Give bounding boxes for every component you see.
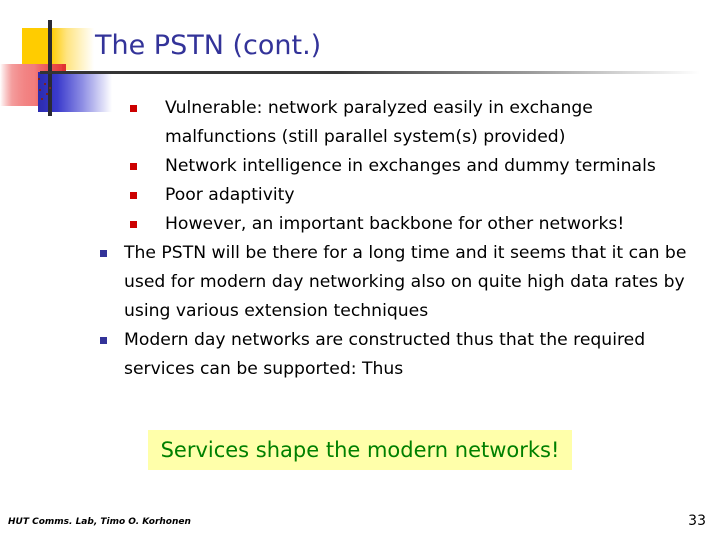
bullet-marker-red-icon [130,192,137,199]
title-divider-rule [40,71,700,74]
bullet-item: Poor adaptivity [0,181,720,210]
bullet-item: Network intelligence in exchanges and du… [0,152,720,181]
bullet-text: Network intelligence in exchanges and du… [165,156,656,176]
bullet-text: Modern day networks are constructed thus… [124,330,646,379]
bullet-marker-red-icon [130,163,137,170]
bullet-text: The PSTN will be there for a long time a… [124,243,687,321]
bullet-text: However, an important backbone for other… [165,214,625,234]
bullet-marker-navy-icon [100,250,107,257]
highlighted-callout-text: Services shape the modern networks! [147,430,573,470]
footer-attribution: HUT Comms. Lab, Timo O. Korhonen [8,517,191,527]
bullet-text: Vulnerable: network paralyzed easily in … [165,98,593,147]
bullet-item: Modern day networks are constructed thus… [0,326,720,384]
callout-container: Services shape the modern networks! [0,430,720,470]
bullet-text: Poor adaptivity [165,185,295,205]
bullet-item: However, an important backbone for other… [0,210,720,239]
bullet-marker-red-icon [130,221,137,228]
bullet-marker-red-icon [130,105,137,112]
slide-page-number: 33 [688,513,706,529]
bullet-marker-navy-icon [100,337,107,344]
bullet-item: Vulnerable: network paralyzed easily in … [0,94,720,152]
bullet-list: Vulnerable: network paralyzed easily in … [0,94,720,384]
slide-title: The PSTN (cont.) [95,30,322,61]
decoration-yellow-square [22,28,94,70]
bullet-item: The PSTN will be there for a long time a… [0,239,720,326]
